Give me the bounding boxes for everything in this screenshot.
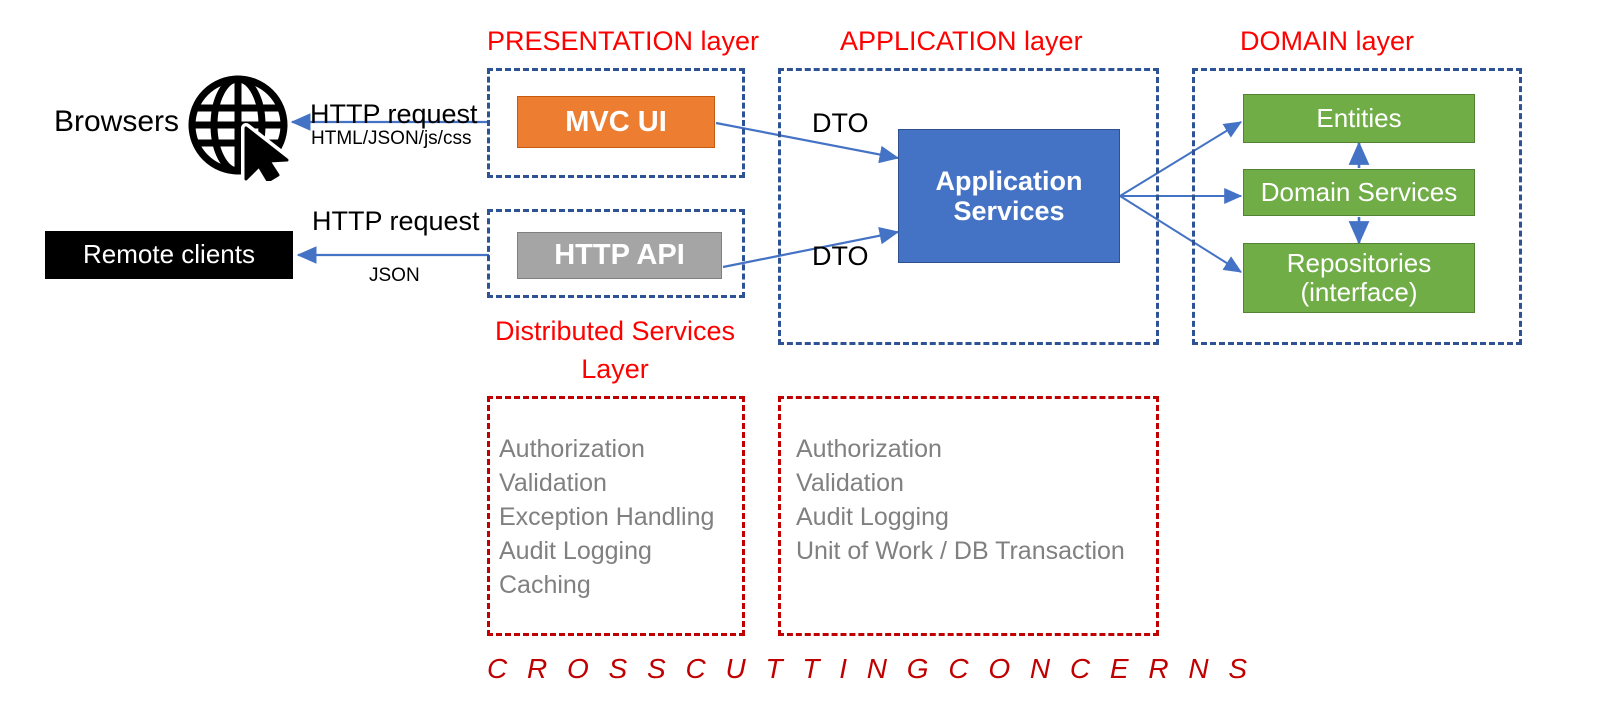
application-services-label-line1: Application [935,165,1083,196]
cc-item: Validation [499,469,607,497]
entities-box: Entities [1243,94,1475,143]
cc-item: Audit Logging [796,503,949,531]
distributed-crosscutting-box [487,396,745,636]
distributed-caption-line1: Distributed Services [494,316,736,346]
application-crosscutting-list: Authorization Validation Audit Logging U… [796,432,1156,568]
distributed-caption-line2: Layer [581,354,649,384]
application-layer-caption: APPLICATION layer [840,26,1083,56]
mvc-ui-box: MVC UI [517,96,715,148]
cc-item: Authorization [796,435,942,463]
globe-cursor-icon [188,75,292,181]
application-services-label-line2: Services [953,196,1065,226]
arrow-mvc-appservices [715,121,900,164]
cc-item: Audit Logging [499,537,652,565]
cc-item: Caching [499,571,591,599]
arrow-appservices-entities [1119,121,1243,197]
presentation-api-layer-box [487,209,745,298]
application-services-box: Application Services [898,129,1120,263]
remote-clients-box: Remote clients [45,231,293,279]
cc-item: Unit of Work / DB Transaction [796,537,1125,565]
cc-item: Validation [796,469,904,497]
http-api-box: HTTP API [517,232,722,279]
cross-cutting-concerns-footer: C R O S S C U T T I N G C O N C E R N S [487,653,1254,684]
dto-lower-label: DTO [812,241,869,271]
dto-upper-label: DTO [812,108,869,138]
repositories-label-line2: (interface) [1300,277,1418,307]
domain-layer-caption: DOMAIN layer [1239,26,1415,56]
domain-layer-box [1192,68,1522,345]
arrow-appservices-repositories [1119,195,1243,273]
browsers-label: Browsers [54,105,180,138]
repositories-box: Repositories (interface) [1243,243,1475,313]
remote-request-label: HTTP request [312,206,480,236]
domain-services-box: Domain Services [1243,169,1475,216]
distributed-services-layer-caption: Distributed Services Layer [484,312,746,388]
remote-response-label: JSON [369,265,420,286]
application-layer-box [778,68,1159,345]
presentation-mvc-layer-box [487,68,745,178]
distributed-crosscutting-list: Authorization Validation Exception Handl… [499,432,739,602]
browser-request-label: HTTP request [310,99,478,129]
cc-item: Authorization [499,435,645,463]
application-crosscutting-box [778,396,1159,636]
cc-item: Exception Handling [499,503,715,531]
arrow-api-appservices [722,226,900,269]
browser-response-label: HTML/JSON/js/css [311,128,472,149]
repositories-label-line1: Repositories [1286,247,1432,278]
presentation-layer-caption: PRESENTATION layer [487,26,760,56]
